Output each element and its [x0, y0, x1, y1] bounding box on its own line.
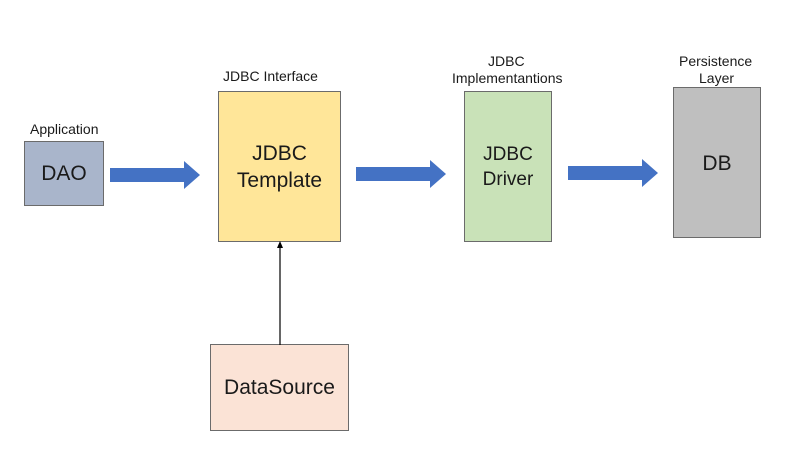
application-caption: Application — [30, 121, 99, 137]
jdbc-template-box: JDBC Template — [218, 91, 341, 242]
datasource-label: DataSource — [224, 376, 335, 399]
persistence-caption-line1: Persistence — [679, 53, 753, 69]
persistence-caption-line2: Layer — [699, 70, 735, 86]
db-label: DB — [702, 152, 732, 175]
arrow-dao-to-template — [110, 161, 200, 189]
arrow-driver-to-db — [568, 159, 658, 187]
jdbc-interface-caption: JDBC Interface — [223, 68, 318, 84]
jdbc-implementations-caption-line1: JDBC — [488, 53, 525, 69]
connector-datasource-to-template — [277, 241, 283, 345]
connector-arrowhead — [277, 241, 283, 248]
jdbc-template-label: JDBC Template — [236, 141, 323, 192]
jdbc-driver-label: JDBC Driver — [482, 143, 534, 190]
dao-label: DAO — [41, 162, 87, 185]
jdbc-driver-box: JDBC Driver — [464, 91, 552, 242]
datasource-box: DataSource — [210, 344, 349, 431]
arrow-shape — [110, 161, 200, 189]
arrow-template-to-driver — [356, 160, 446, 188]
arrow-shape — [356, 160, 446, 188]
db-box: DB — [673, 87, 761, 238]
arrow-shape — [568, 159, 658, 187]
dao-box: DAO — [24, 141, 104, 206]
jdbc-implementations-caption-line2: Implementantions — [452, 70, 563, 86]
